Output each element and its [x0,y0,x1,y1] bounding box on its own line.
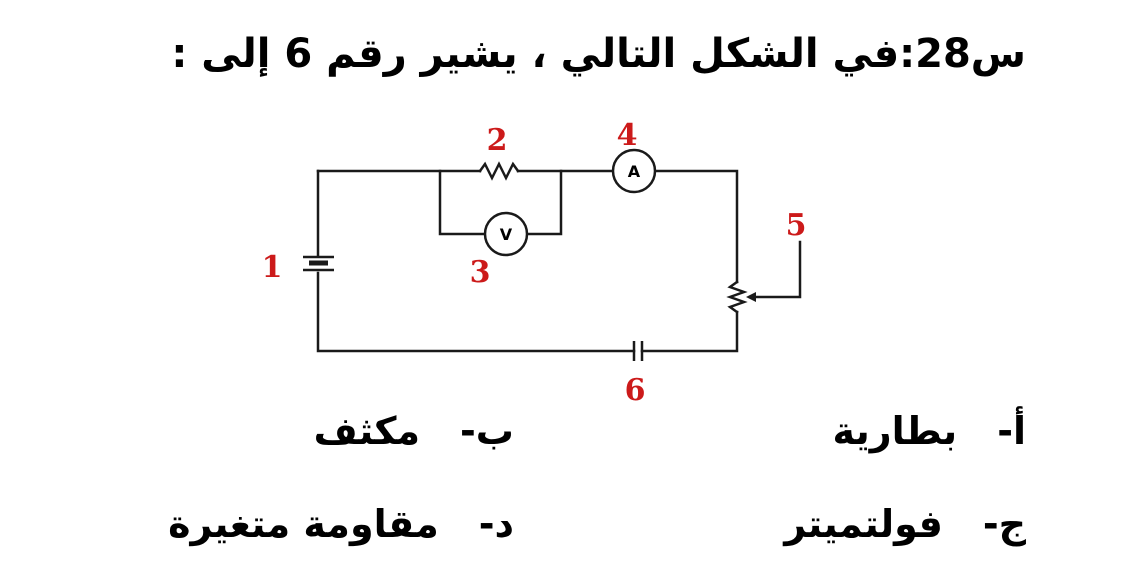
choice-b[interactable]: ب- مكثف [314,412,514,450]
wire-top-right [654,169,739,284]
label-capacitor-6: 6 [625,373,646,408]
voltmeter-branch-wire [438,169,563,236]
wire-bottom [316,271,636,353]
label-voltmeter-3: 3 [470,255,491,290]
choice-d-letter: د- [478,502,514,546]
choice-b-letter: ب- [460,409,514,453]
label-ammeter-4: 4 [617,118,638,153]
rheostat-5-symbol [726,280,748,314]
capacitor-6-symbol [632,341,644,361]
choice-d-text: مقاومة متغيرة [168,502,439,546]
choice-c-letter: ج- [982,502,1026,546]
choice-c[interactable]: ج- فولتميتر [784,505,1026,543]
rheostat-arrow-lead [754,240,802,299]
choice-a-letter: أ- [997,409,1026,453]
choice-a-text: بطارية [832,409,958,453]
ammeter-4-symbol: A [611,148,657,194]
wire-right-bottom [640,310,739,353]
ammeter-letter: A [628,162,641,181]
rheostat-arrow-head [746,292,756,302]
question-text: س28:في الشكل التالي ، يشير رقم 6 إلى : [171,31,1026,77]
choice-b-text: مكثف [313,409,421,453]
choice-a[interactable]: أ- بطارية [832,412,1026,450]
label-resistor-2: 2 [487,123,508,158]
resistor-2-symbol [478,161,520,181]
choice-c-text: فولتميتر [784,502,943,546]
label-battery-1: 1 [262,250,283,285]
label-rheostat-5: 5 [786,208,807,243]
battery-1-symbol [303,255,334,272]
voltmeter-letter: V [500,225,513,244]
voltmeter-3-symbol: V [483,211,529,257]
choice-d[interactable]: د- مقاومة متغيرة [168,505,514,543]
